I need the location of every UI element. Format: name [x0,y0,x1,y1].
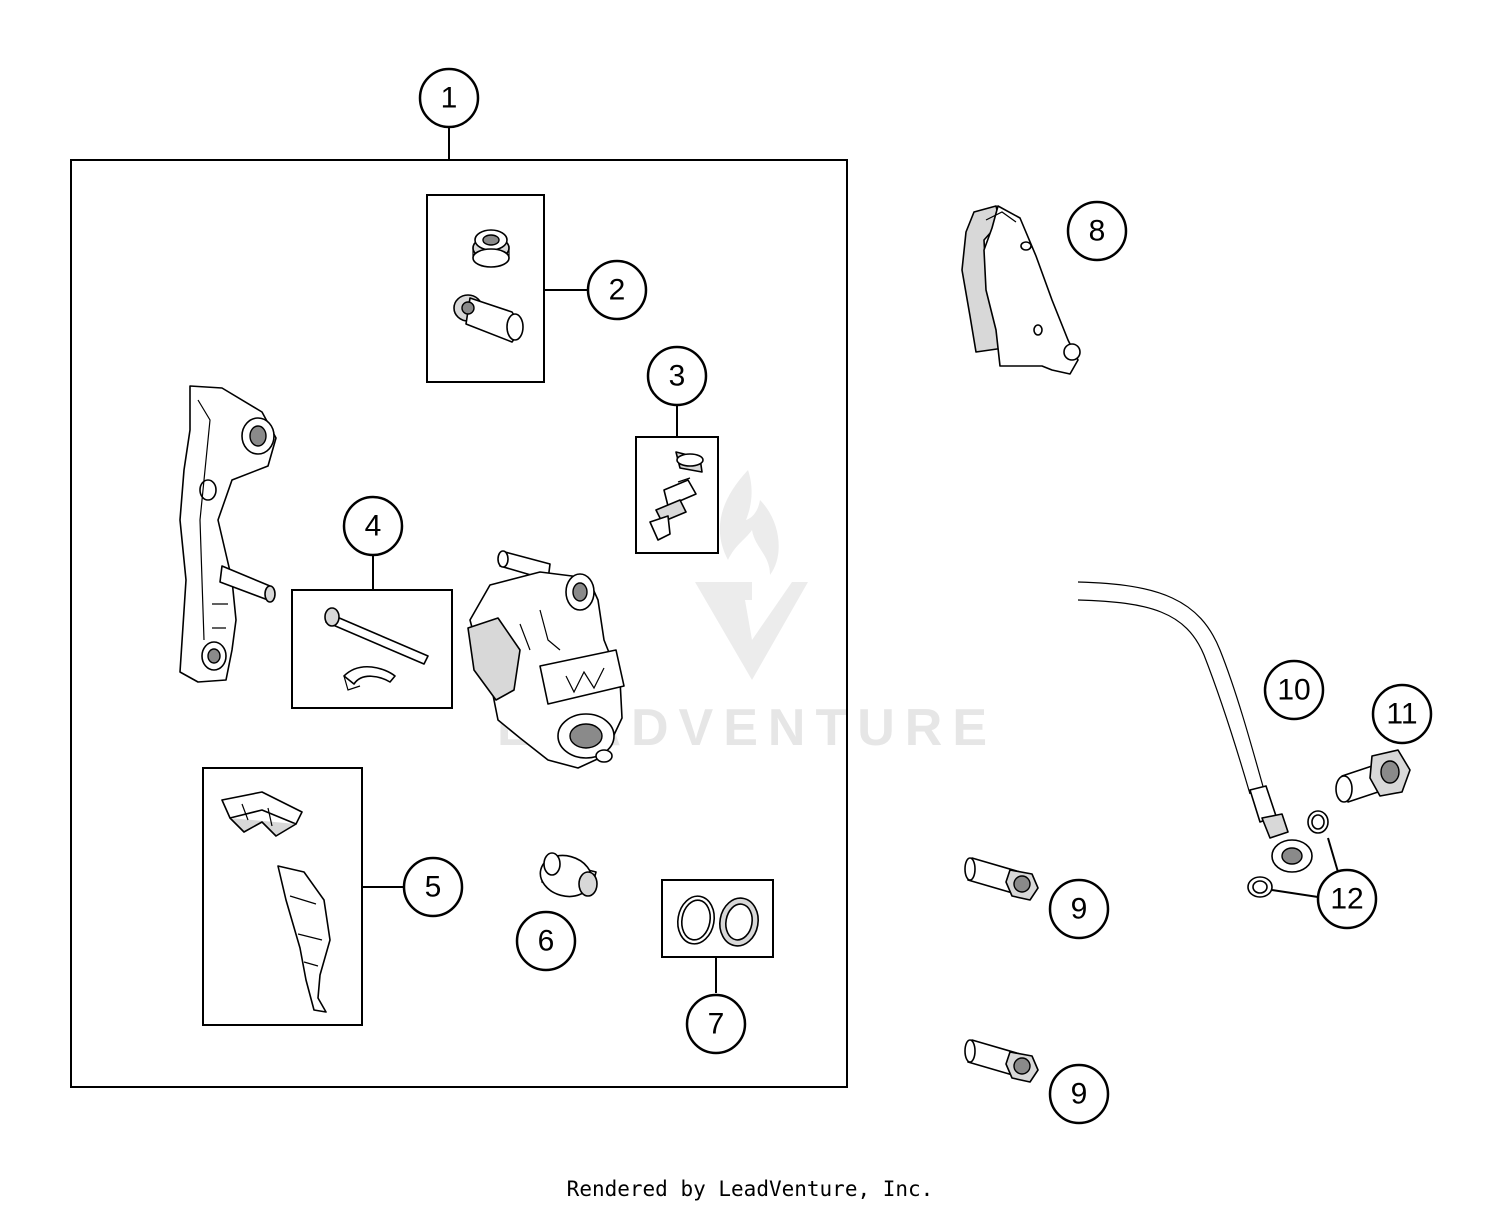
seal-rings-part [676,895,759,947]
leader-12a [1327,837,1339,873]
guide-pin-part [453,294,524,343]
pad-plate-part [277,865,331,1013]
pad-spring-part [221,791,303,837]
callout-6[interactable]: 6 [515,910,577,972]
svg-text:7: 7 [708,1008,725,1041]
washer-part-lower [1247,876,1273,898]
svg-text:9: 9 [1071,1078,1088,1111]
callout-9-upper[interactable]: 9 [1048,878,1110,940]
watermark-v-icon [695,582,808,680]
brake-pads-part [961,205,1081,375]
callout-4[interactable]: 4 [342,495,404,557]
svg-text:11: 11 [1386,698,1417,731]
box-4 [291,589,453,709]
svg-text:3: 3 [669,360,686,393]
washer-part-upper [1307,810,1329,834]
svg-text:2: 2 [609,274,626,307]
caliper-bracket-part [179,385,277,683]
render-credit: Rendered by LeadVenture, Inc. [566,1177,934,1201]
svg-text:5: 5 [425,871,442,904]
caliper-body-part [467,550,625,769]
svg-text:12: 12 [1330,883,1363,916]
svg-text:9: 9 [1071,893,1088,926]
callout-3[interactable]: 3 [646,345,708,407]
kit-frame [70,159,848,1088]
callout-12[interactable]: 12 [1316,868,1378,930]
box-5 [202,767,363,1026]
svg-text:8: 8 [1089,215,1106,248]
callout-11[interactable]: 11 [1371,683,1433,745]
seal-boot-part [472,229,510,268]
brake-line-part [1077,581,1313,873]
leader-12b [1271,889,1319,898]
bleeder-valve-part [649,451,704,541]
callout-9-lower[interactable]: 9 [1048,1063,1110,1125]
sleeve-part [539,852,598,898]
bolt-part-upper [964,857,1039,901]
watermark-flame-icon [719,470,779,575]
box-7 [661,879,774,958]
banjo-bolt-part [1335,749,1411,803]
svg-text:1: 1 [441,82,458,115]
svg-text:10: 10 [1277,674,1310,707]
callout-1[interactable]: 1 [418,67,480,129]
pad-pin-and-clip-part [324,607,429,691]
callout-8[interactable]: 8 [1066,200,1128,262]
svg-text:6: 6 [538,925,555,958]
box-2 [426,194,545,383]
callout-2[interactable]: 2 [586,259,648,321]
callout-5[interactable]: 5 [402,856,464,918]
svg-text:4: 4 [365,510,382,543]
callout-7[interactable]: 7 [685,993,747,1055]
callout-10[interactable]: 10 [1263,659,1325,721]
bolt-part-lower [964,1039,1039,1083]
